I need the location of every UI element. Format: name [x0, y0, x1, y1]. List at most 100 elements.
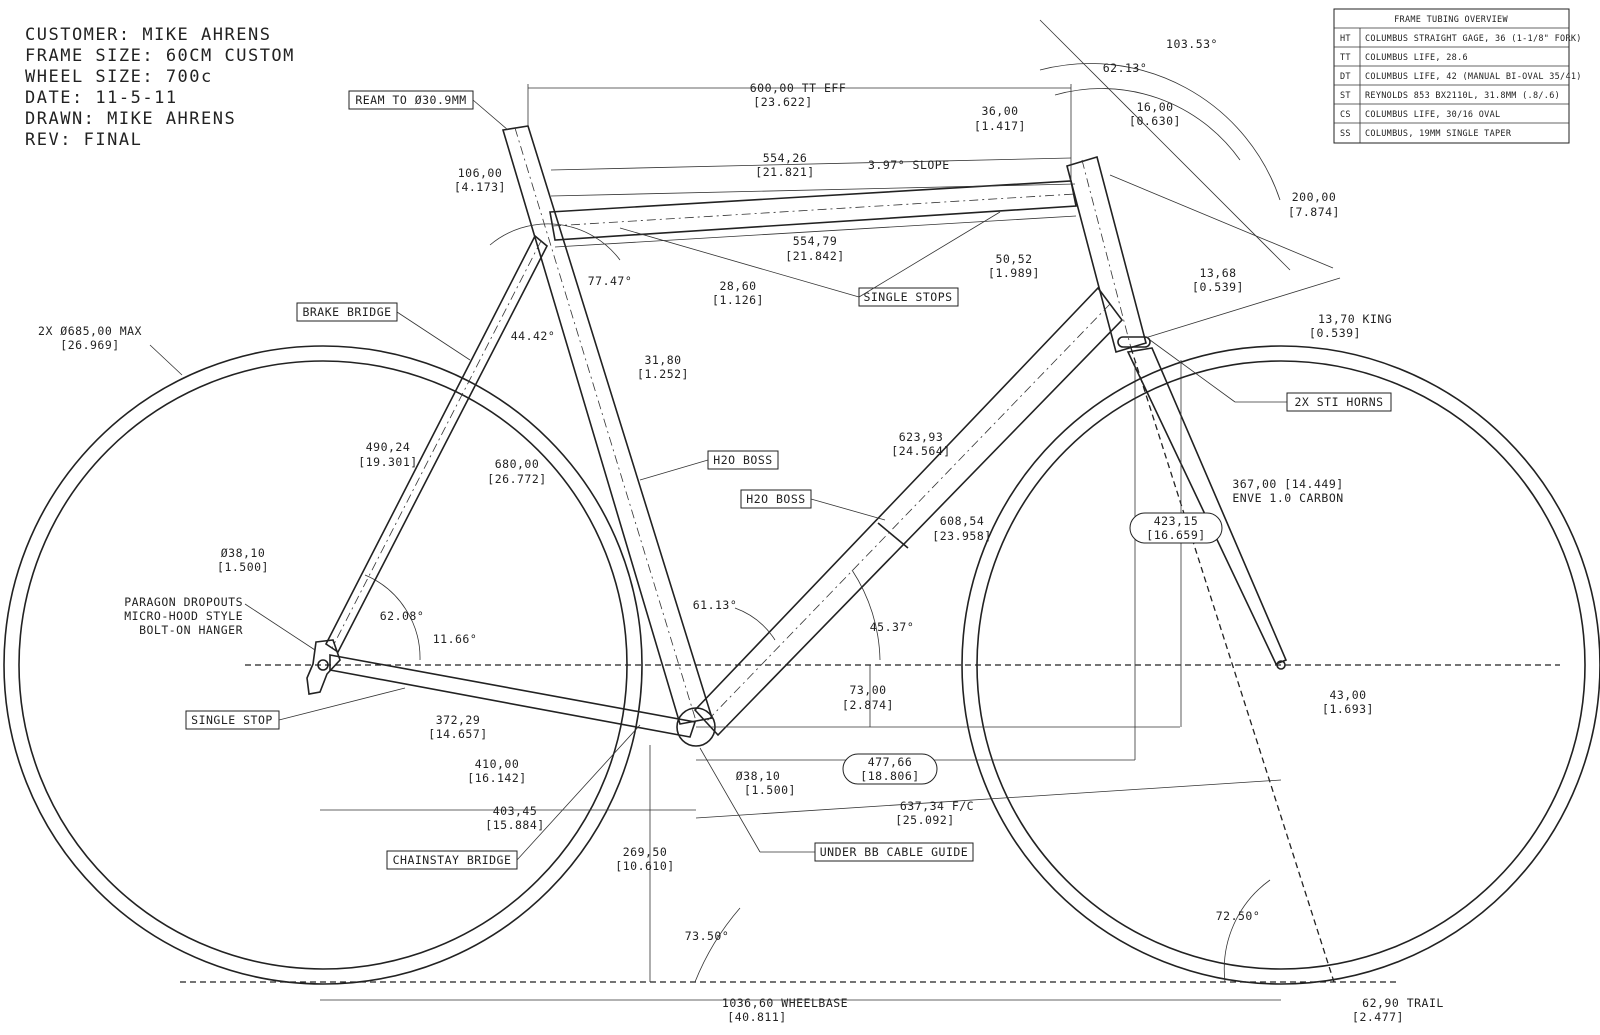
st-len-dim: 680,00	[495, 457, 540, 471]
offset-dim: 43,00	[1329, 688, 1366, 702]
h2o-boss-callout-1: H2O BOSS	[713, 453, 772, 467]
leader	[639, 459, 709, 481]
dropouts-callout-3: BOLT-ON HANGER	[139, 623, 243, 637]
cs-len-dim-inch: [14.657]	[428, 727, 487, 741]
table-code: SS	[1340, 129, 1351, 139]
sti-horn	[1117, 336, 1151, 348]
ss-len-dim: 490,24	[366, 440, 411, 454]
bb-dia-dim: Ø38,10	[736, 769, 781, 783]
front-wheel	[961, 345, 1600, 985]
dropouts-callout-1: PARAGON DROPOUTS	[124, 595, 243, 609]
seat-stay-centerline	[331, 240, 542, 649]
table-spec: COLUMBUS, 19MM SINGLE TAPER	[1365, 129, 1512, 139]
rear-wheel	[3, 345, 643, 985]
sti-horns-callout: 2X STI HORNS	[1294, 395, 1383, 409]
dropout-dia-dim-inch: [1.500]	[217, 560, 269, 574]
ht-len-extension	[1144, 277, 1341, 339]
ht-top-dim-inch: [1.417]	[974, 119, 1026, 133]
dimension-labels: 600,00 TT EFF [23.622] 36,00 [1.417] 16,…	[38, 37, 1443, 1024]
table-title: FRAME TUBING OVERVIEW	[1394, 15, 1508, 25]
leader	[396, 311, 471, 361]
rear-dropout	[306, 639, 341, 695]
dt-angle-arc	[851, 569, 881, 661]
ht-len-dim-inch: [7.874]	[1288, 205, 1340, 219]
st-len-dim-inch: [26.772]	[487, 472, 546, 486]
leader	[699, 747, 761, 853]
frame	[306, 125, 1335, 983]
table-code: ST	[1340, 91, 1351, 101]
offset-dim-inch: [1.693]	[1322, 702, 1374, 716]
callouts: REAM TO Ø30.9MM BRAKE BRIDGE SINGLE STOP…	[124, 90, 1392, 870]
ss-cs-angle-dim: 62.08°	[380, 609, 425, 623]
rear-axle	[317, 659, 329, 671]
rear-tire-outer	[3, 345, 643, 985]
h2o-boss-marker	[877, 522, 909, 549]
ht-offset-dim-inch: [1.989]	[988, 266, 1040, 280]
leader	[1149, 339, 1236, 403]
cs-angle-dim: 11.66°	[433, 632, 478, 646]
table-spec: COLUMBUS LIFE, 28.6	[1365, 53, 1468, 63]
front-center-dim: 637,34 F/C	[900, 799, 974, 813]
dt-len-2-dim-inch: [23.958]	[932, 529, 991, 543]
fork-blade	[1126, 347, 1288, 666]
date-line: DATE: 11-5-11	[25, 88, 178, 108]
leader	[810, 498, 886, 521]
bb-drop-dim: 73,00	[849, 683, 886, 697]
revision-line: REV: FINAL	[25, 130, 142, 150]
table-code: DT	[1340, 72, 1351, 82]
head-tube-centerline	[1081, 159, 1132, 349]
st-tt-angle-arc	[489, 223, 621, 261]
fork-callout-1: 367,00 [14.449]	[1232, 477, 1343, 491]
single-stops-callout: SINGLE STOPS	[863, 290, 952, 304]
reach-dim-box	[842, 753, 938, 785]
seat-angle-dim: 73.50°	[685, 929, 730, 943]
ht-stack-dim-inch: [0.630]	[1129, 114, 1181, 128]
leader	[472, 99, 509, 131]
ht-stack-dim: 16,00	[1136, 100, 1173, 114]
ht-offset-dim: 50,52	[995, 252, 1032, 266]
head-angle-top-dim: 103.53°	[1166, 37, 1218, 51]
tt-dia-dim-inch: [1.126]	[712, 293, 764, 307]
bb-height-dim: 269,50	[623, 845, 668, 859]
st-ext-dim: 106,00	[458, 166, 503, 180]
tt-dia-dim: 28,60	[719, 279, 756, 293]
drawn-by-line: DRAWN: MIKE AHRENS	[25, 109, 236, 129]
single-stop-callout: SINGLE STOP	[191, 713, 273, 727]
dt-len-dim: 623,93	[899, 430, 944, 444]
headset-top-dim-inch: [0.539]	[1192, 280, 1244, 294]
reach-dim: 477,66	[868, 755, 913, 769]
table-spec: COLUMBUS LIFE, 42 (MANUAL BI-OVAL 35/41)	[1365, 72, 1582, 82]
rear-tire-inner	[18, 360, 628, 970]
dt-len-2-dim: 608,54	[940, 514, 985, 528]
wheelbase-dim-inch: [40.811]	[727, 1010, 786, 1024]
headset-top-dim: 13,68	[1199, 266, 1236, 280]
cs-eff-dim-inch: [16.142]	[467, 771, 526, 785]
ht-len-dim: 200,00	[1292, 190, 1337, 204]
front-tire-outer	[961, 345, 1600, 985]
bb-dia-dim-inch: [1.500]	[744, 783, 796, 797]
front-center-dim-line	[695, 779, 1282, 819]
chainstay-bridge-callout: CHAINSTAY BRIDGE	[393, 853, 512, 867]
down-tube-centerline	[705, 303, 1111, 723]
front-center-dim-inch: [25.092]	[895, 813, 954, 827]
st-dia-dim-inch: [1.252]	[637, 367, 689, 381]
leader	[619, 227, 860, 298]
front-tire-inner	[976, 360, 1586, 970]
top-tube-horizontal	[550, 183, 1076, 197]
head-angle-extension	[1039, 19, 1291, 271]
table-spec: COLUMBUS LIFE, 30/16 OVAL	[1365, 110, 1500, 120]
tt-eff-dim-inch: [23.622]	[753, 95, 812, 109]
h2o-boss-callout-2: H2O BOSS	[746, 492, 805, 506]
cs-eff-dim: 410,00	[475, 757, 520, 771]
head-angle-bottom-arc	[1223, 879, 1271, 983]
leader	[516, 724, 641, 861]
wheel-size-line: WHEEL SIZE: 700c	[25, 67, 213, 87]
leader	[278, 687, 406, 721]
rear-center-dim: 403,45	[493, 804, 538, 818]
tt-bottom-dim-inch: [21.842]	[785, 249, 844, 263]
brake-bridge-callout: BRAKE BRIDGE	[302, 305, 391, 319]
chain-stay	[329, 654, 697, 738]
leader	[858, 211, 1001, 298]
table-code: TT	[1340, 53, 1351, 63]
